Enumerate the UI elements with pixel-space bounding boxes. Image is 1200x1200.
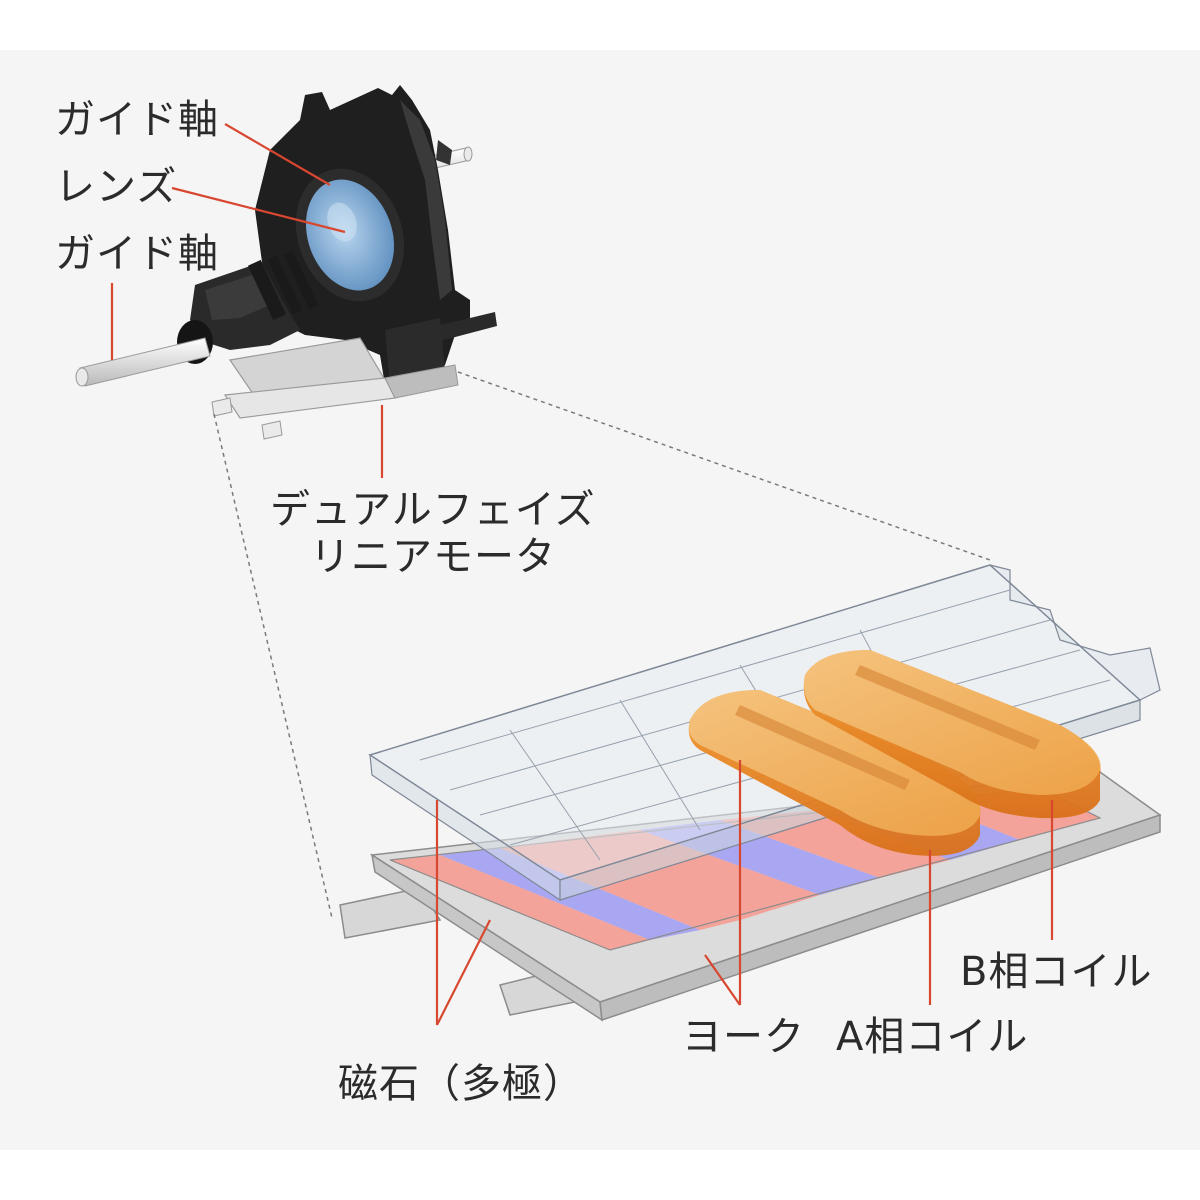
leader-magnet-b: [437, 920, 490, 1025]
label-motor-line2: リニアモータ: [310, 535, 556, 579]
label-motor-line1: デュアルフェイズ: [270, 488, 596, 532]
label-magnet: 磁石（多極）: [338, 1062, 584, 1106]
label-lens: レンズ: [55, 165, 177, 209]
label-guide-shaft-top: ガイド軸: [55, 98, 219, 142]
label-yoke: ヨーク: [682, 1015, 805, 1059]
label-b-coil: B相コイル: [960, 950, 1152, 994]
label-guide-shaft-bottom: ガイド軸: [55, 232, 219, 276]
label-a-coil: A相コイル: [836, 1015, 1028, 1059]
